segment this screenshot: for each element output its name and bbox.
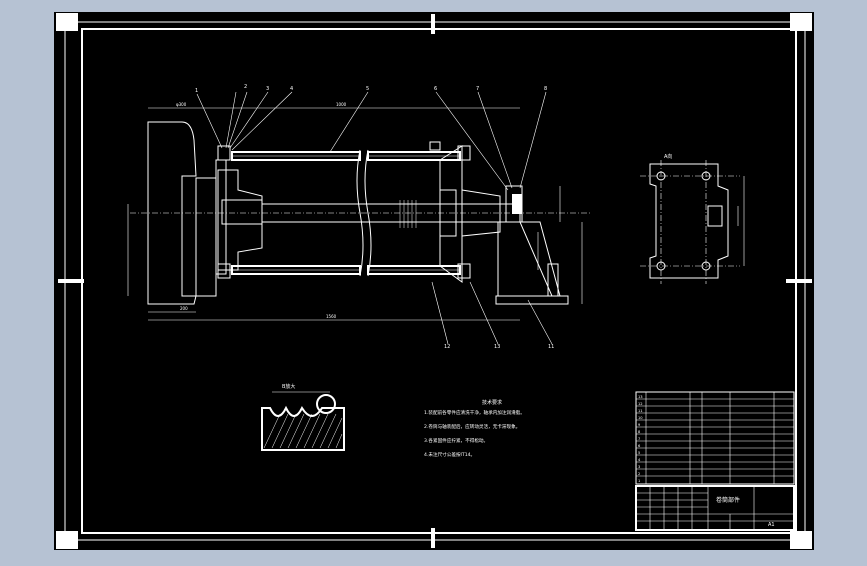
svg-text:1000: 1000	[336, 102, 347, 107]
view-label: A向	[664, 153, 672, 160]
svg-text:1560: 1560	[326, 314, 337, 319]
part-label-2: 2	[244, 84, 247, 90]
note-line: 3.各紧固件应拧紧，不得松动。	[424, 437, 488, 444]
part-label-11: 11	[548, 344, 554, 350]
notes-heading: 技术要求	[482, 399, 502, 406]
part-label-6: 6	[434, 86, 437, 92]
bom-row-number: 9	[638, 423, 641, 427]
note-line: 2.卷筒与轴装配后，应转动灵活，无卡滞现象。	[424, 423, 520, 430]
part-label-13: 13	[494, 344, 500, 350]
centering-marks	[58, 14, 812, 548]
bom-row-number: 12	[638, 402, 643, 406]
main-assembly-view: φ300 1000 1560 200	[127, 91, 590, 345]
title-block: 卷筒部件 A1	[635, 485, 795, 531]
part-label-1: 1	[195, 88, 198, 94]
part-label-3: 3	[266, 86, 269, 92]
bom-row-number: 6	[638, 444, 641, 448]
side-view: A向	[640, 153, 745, 284]
bom-row-number: 3	[638, 465, 640, 469]
bom-row-number: 2	[638, 472, 640, 476]
bom-row-number: 4	[638, 458, 641, 462]
technical-notes: 技术要求 1.装配前各零件应清洗干净，轴承内加注润滑脂。 2.卷筒与轴装配后，应…	[424, 399, 525, 458]
bom-row-number: 13	[638, 395, 643, 399]
part-label-12: 12	[444, 344, 450, 350]
bom-row-number: 8	[638, 430, 641, 434]
part-label-4: 4	[290, 86, 293, 92]
detail-label: B放大	[282, 383, 295, 390]
part-label-8: 8	[544, 86, 547, 92]
svg-text:φ300: φ300	[176, 102, 187, 107]
part-label-7: 7	[476, 86, 479, 92]
bom-row-number: 5	[638, 451, 640, 455]
drawing-title: 卷筒部件	[716, 496, 740, 504]
detail-view: B放大	[261, 383, 345, 451]
bom-row-number: 7	[638, 437, 640, 441]
bom-table: 13 12 11 10 9 8 7 6 5 4 3 2 1	[635, 391, 795, 485]
sheet-size: A1	[768, 522, 775, 528]
note-line: 1.装配前各零件应清洗干净，轴承内加注润滑脂。	[424, 409, 525, 416]
note-line: 4.未注尺寸公差按IT14。	[424, 451, 475, 458]
part-number-labels: 1 2 3 4 5 6 7 8 12 13 11	[195, 84, 554, 350]
svg-text:200: 200	[180, 306, 188, 311]
part-label-5: 5	[366, 86, 369, 92]
drawing-sheet	[54, 12, 814, 550]
bom-row-number: 11	[638, 409, 643, 413]
bom-row-number: 10	[638, 416, 643, 420]
corner-marks	[56, 13, 812, 549]
bom-row-number: 1	[638, 479, 640, 483]
